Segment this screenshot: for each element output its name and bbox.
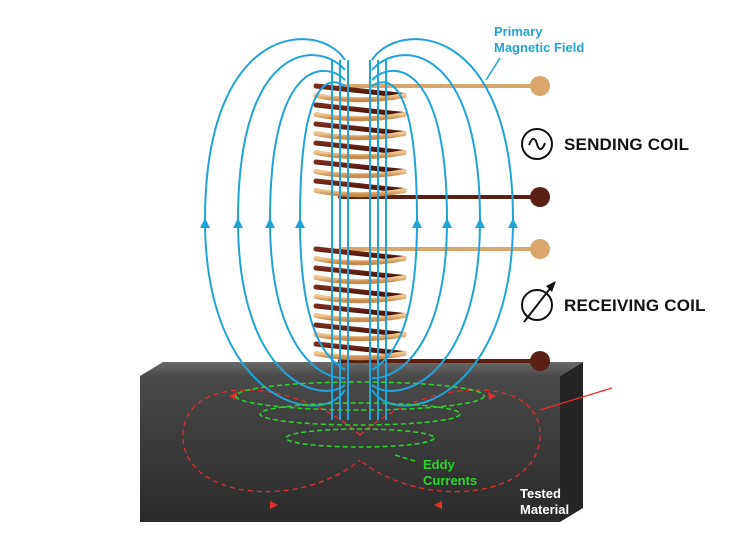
coil-winding-back: [313, 140, 407, 155]
coil-winding-back: [313, 83, 407, 98]
receiving-coil: [313, 246, 407, 361]
coil-winding-back: [313, 159, 407, 174]
coil-winding-front: [313, 332, 407, 342]
coil-winding-front: [313, 112, 407, 122]
coil-winding-back: [313, 265, 407, 280]
terminal-knobs: [530, 76, 550, 371]
secondary-field-arrows: [229, 392, 496, 509]
coil-winding-front: [313, 313, 407, 323]
meter-icon: [521, 281, 556, 323]
coil-winding-back: [313, 121, 407, 136]
primary-field-arrows: [200, 218, 518, 228]
coil-winding-back: [313, 303, 407, 318]
coil-winding-front: [313, 150, 407, 160]
receiving-coil-label: RECEIVING COIL: [564, 296, 706, 315]
sending-coil: [313, 83, 407, 198]
coil-winding-front: [313, 131, 407, 141]
secondary-field-loops: [182, 387, 613, 493]
coil-winding-front: [313, 169, 407, 179]
coil-winding-back: [313, 178, 407, 193]
eddy-currents-label-line2: Currents: [423, 473, 477, 488]
primary-field-pointer: [485, 57, 501, 81]
coil-winding-back: [313, 341, 407, 356]
coil-winding-front: [313, 294, 407, 304]
eddy-currents-label-line1: Eddy: [423, 457, 456, 472]
sending-coil-label: SENDING COIL: [564, 135, 689, 154]
tested-material-label-line1: Tested: [520, 486, 561, 501]
primary-field-label-line2: Magnetic Field: [494, 40, 584, 55]
tested-material-label-line2: Material: [520, 502, 569, 517]
coil-winding-back: [313, 284, 407, 299]
primary-field-label-line1: Primary: [494, 24, 543, 39]
coil-winding-front: [313, 93, 407, 103]
coil-winding-front: [313, 256, 407, 266]
coil-winding-front: [313, 188, 407, 198]
coil-winding-back: [313, 322, 407, 337]
coil-winding-front: [313, 275, 407, 285]
coil-winding-front: [313, 351, 407, 361]
coil-winding-back: [313, 246, 407, 261]
ac-source-icon: [521, 128, 553, 160]
eddy-current-rings: [235, 381, 485, 463]
coil-winding-back: [313, 102, 407, 117]
tested-material-block: [140, 362, 583, 522]
